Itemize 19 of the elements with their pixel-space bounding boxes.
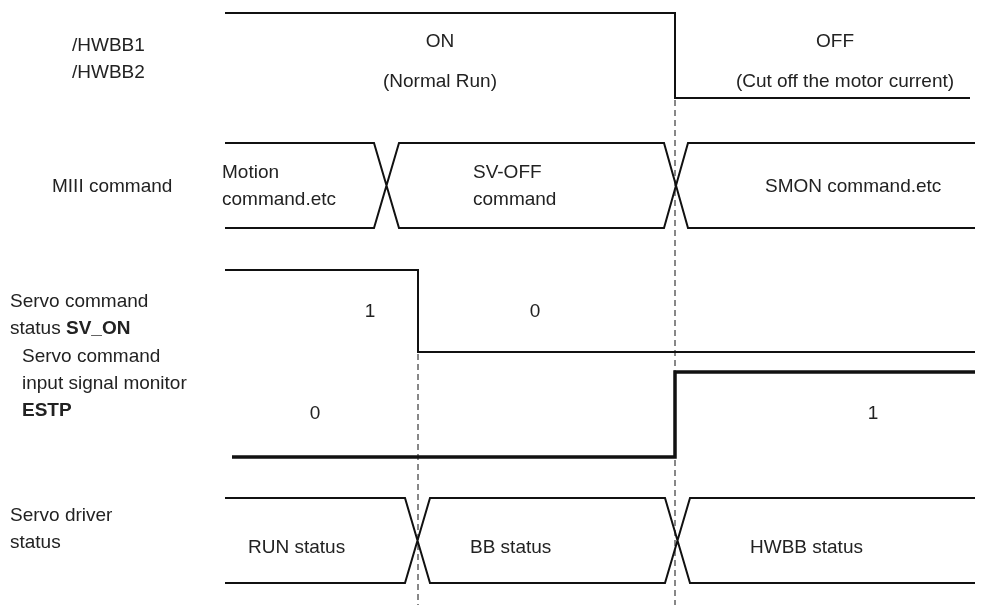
command-label: SV-OFF command — [473, 160, 558, 211]
value-label: 0 — [308, 401, 322, 425]
value-label: 1 — [866, 401, 880, 425]
state-label: (Normal Run) — [382, 69, 498, 93]
state-label: BB status — [470, 535, 553, 559]
command-label: Motion command.etc — [222, 160, 338, 211]
signal-name: Servo command input signal monitor ESTP — [22, 344, 187, 422]
state-label: ON — [424, 29, 456, 53]
signal-name: MIII command — [52, 174, 174, 198]
signal-name: Servo driver status — [10, 503, 114, 554]
value-label: 1 — [363, 299, 377, 323]
state-label: OFF — [815, 29, 855, 53]
command-label: SMON command.etc — [765, 174, 943, 198]
state-label: (Cut off the motor current) — [734, 69, 956, 93]
state-label: HWBB status — [750, 535, 864, 559]
value-label: 0 — [528, 299, 542, 323]
state-label: RUN status — [248, 535, 347, 559]
signal-name: Servo command status SV_ON — [10, 289, 150, 340]
signal-name: /HWBB1 /HWBB2 — [72, 33, 146, 84]
